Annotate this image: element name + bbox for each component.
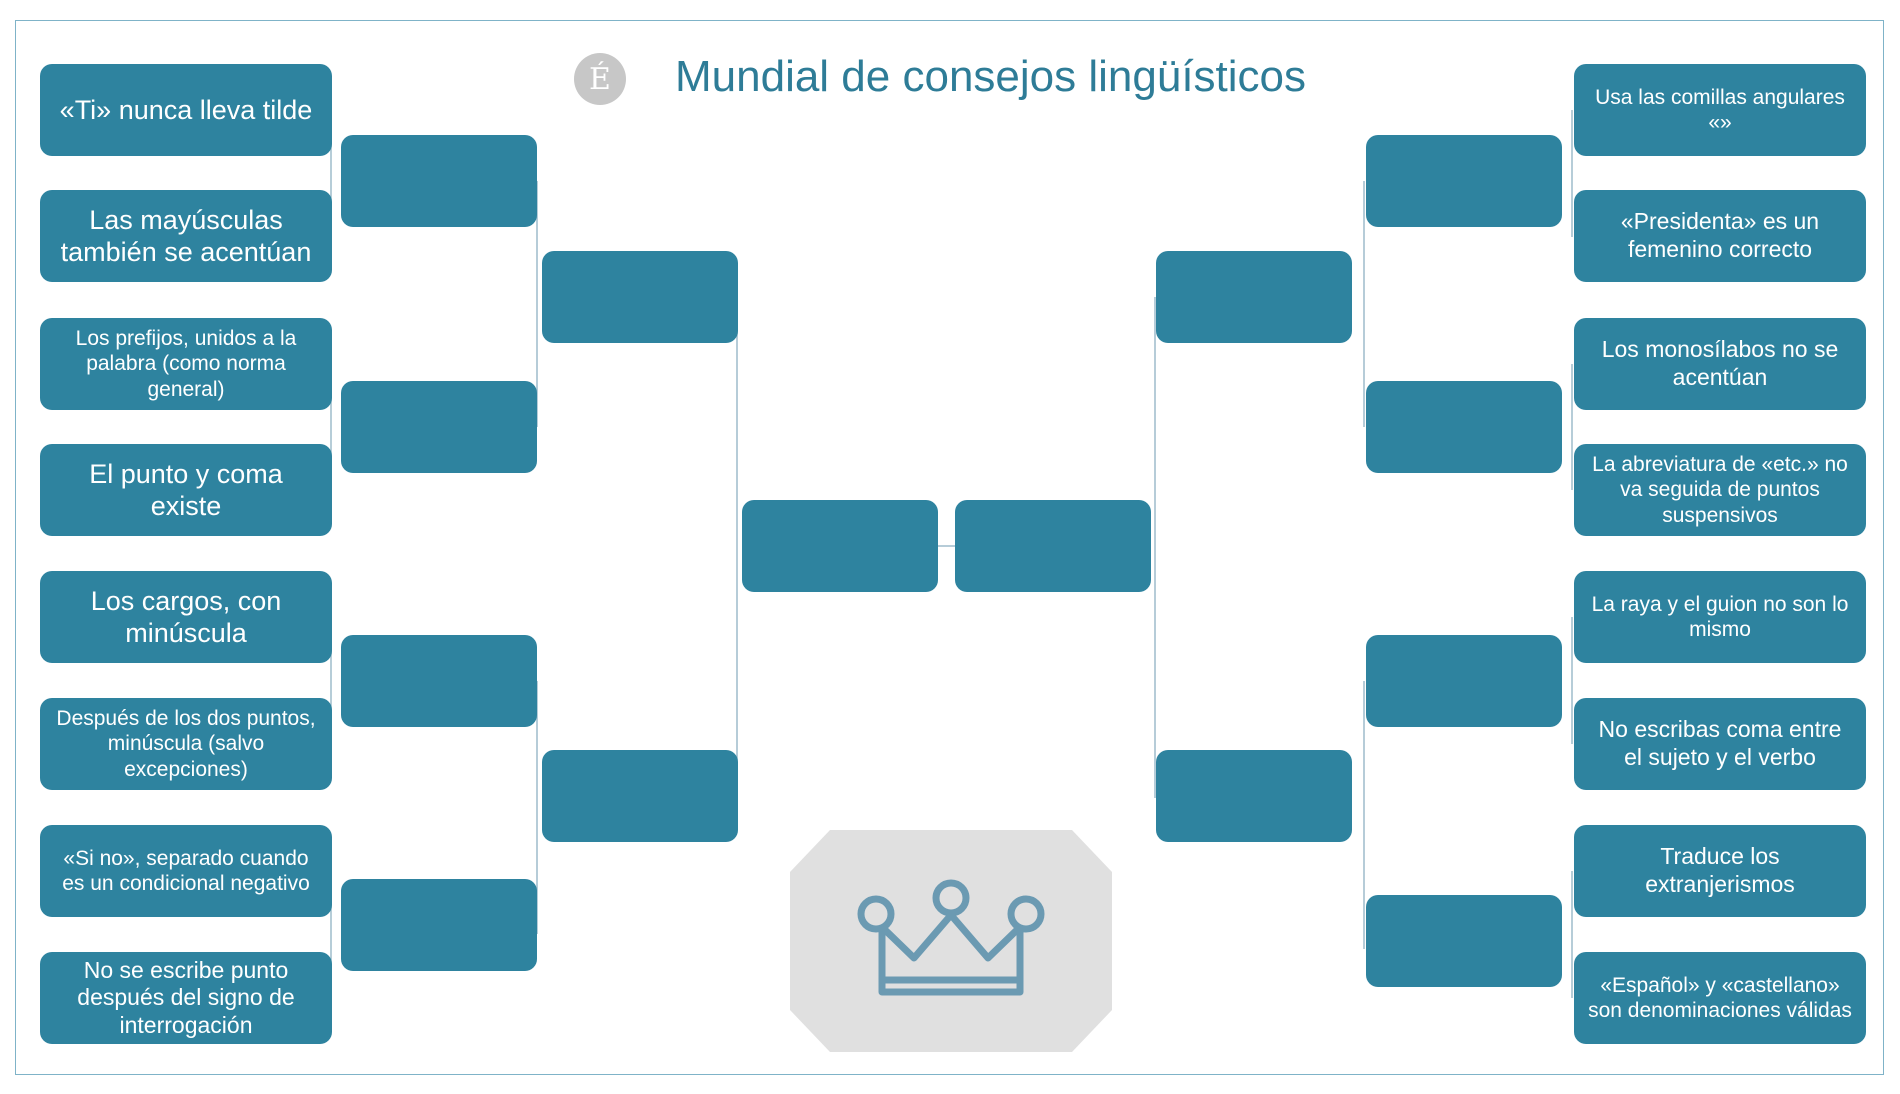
right-round2-slot-3[interactable]: [1366, 635, 1562, 727]
entry-label: Los prefijos, unidos a la palabra (como …: [75, 327, 297, 401]
left-round2-slot-3[interactable]: [341, 635, 537, 727]
left-entry-2[interactable]: Las mayúsculas también se acentúan: [40, 190, 332, 282]
entry-label: No escribas coma entre el sujeto y el ve…: [1598, 716, 1842, 770]
entry-label: No se escribe punto después del signo de…: [77, 956, 295, 1038]
logo-icon: É: [574, 53, 626, 105]
entry-label: Usa las comillas angulares «»: [1595, 85, 1845, 134]
entry-label: El punto y coma existe: [89, 458, 283, 521]
trophy-area: [790, 830, 1112, 1052]
right-entry-4[interactable]: La abreviatura de «etc.» no va seguida d…: [1574, 444, 1866, 536]
left-entry-6[interactable]: Después de los dos puntos, minúscula (sa…: [40, 698, 332, 790]
right-round2-slot-2[interactable]: [1366, 381, 1562, 473]
left-round2-slot-4[interactable]: [341, 879, 537, 971]
entry-label: Los cargos, con minúscula: [90, 585, 282, 648]
bracket-frame: [15, 20, 1884, 1075]
entry-label: La raya y el guion no son lo mismo: [1591, 592, 1849, 641]
entry-label: La abreviatura de «etc.» no va seguida d…: [1592, 453, 1848, 527]
left-round2-slot-1[interactable]: [341, 135, 537, 227]
left-entry-8[interactable]: No se escribe punto después del signo de…: [40, 952, 332, 1044]
crown-icon: [857, 879, 1045, 996]
final-slot-left[interactable]: [742, 500, 938, 592]
entry-label: «Si no», separado cuando es un condicion…: [62, 846, 310, 895]
left-entry-7[interactable]: «Si no», separado cuando es un condicion…: [40, 825, 332, 917]
left-quarterfinal-slot-1[interactable]: [542, 251, 738, 343]
right-entry-7[interactable]: Traduce los extranjerismos: [1574, 825, 1866, 917]
entry-label: «Ti» nunca lleva tilde: [59, 94, 313, 125]
right-entry-5[interactable]: La raya y el guion no son lo mismo: [1574, 571, 1866, 663]
entry-label: Las mayúsculas también se acentúan: [60, 204, 312, 267]
left-entry-4[interactable]: El punto y coma existe: [40, 444, 332, 536]
entry-label: «Español» y «castellano» son denominacio…: [1588, 973, 1852, 1022]
entry-label: Después de los dos puntos, minúscula (sa…: [56, 707, 316, 781]
left-entry-1[interactable]: «Ti» nunca lleva tilde: [40, 64, 332, 156]
right-entry-8[interactable]: «Español» y «castellano» son denominacio…: [1574, 952, 1866, 1044]
right-round2-slot-1[interactable]: [1366, 135, 1562, 227]
right-round2-slot-4[interactable]: [1366, 895, 1562, 987]
right-entry-6[interactable]: No escribas coma entre el sujeto y el ve…: [1574, 698, 1866, 790]
left-entry-5[interactable]: Los cargos, con minúscula: [40, 571, 332, 663]
right-entry-1[interactable]: Usa las comillas angulares «»: [1574, 64, 1866, 156]
right-quarterfinal-slot-2[interactable]: [1156, 750, 1352, 842]
page-title: Mundial de consejos lingüísticos: [675, 52, 1307, 101]
entry-label: Traduce los extranjerismos: [1645, 843, 1795, 897]
final-slot-right[interactable]: [955, 500, 1151, 592]
entry-label: Los monosílabos no se acentúan: [1601, 336, 1839, 390]
right-quarterfinal-slot-1[interactable]: [1156, 251, 1352, 343]
left-entry-3[interactable]: Los prefijos, unidos a la palabra (como …: [40, 318, 332, 410]
left-quarterfinal-slot-2[interactable]: [542, 750, 738, 842]
entry-label: «Presidenta» es un femenino correcto: [1620, 208, 1820, 262]
right-entry-2[interactable]: «Presidenta» es un femenino correcto: [1574, 190, 1866, 282]
right-entry-3[interactable]: Los monosílabos no se acentúan: [1574, 318, 1866, 410]
left-round2-slot-2[interactable]: [341, 381, 537, 473]
